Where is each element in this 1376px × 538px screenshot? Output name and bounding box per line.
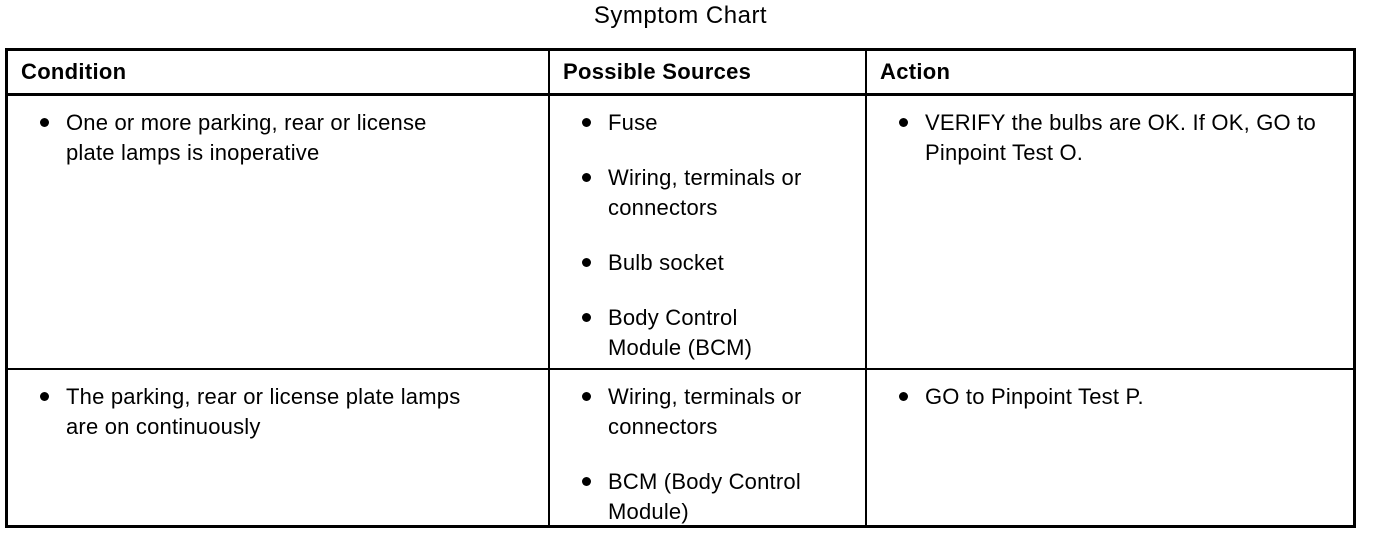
page-title: Symptom Chart: [593, 2, 768, 29]
list-item: GO to Pinpoint Test P.: [897, 382, 1345, 412]
condition-list: The parking, rear or license plate lamps…: [38, 382, 540, 442]
sources-list: Fuse Wiring, terminals or connectors Bul…: [580, 108, 857, 363]
bullet-icon: [582, 173, 591, 182]
list-item: Wiring, terminals or connectors: [580, 163, 857, 223]
list-item: The parking, rear or license plate lamps…: [38, 382, 540, 442]
list-item: BCM (Body Control Module): [580, 467, 857, 525]
header-cell-condition: Condition: [8, 51, 550, 96]
list-item: Fuse: [580, 108, 857, 138]
bullet-icon: [582, 392, 591, 401]
list-item: Wiring, terminals or connectors: [580, 382, 857, 442]
action-list: VERIFY the bulbs are OK. If OK, GO to Pi…: [897, 108, 1345, 168]
cell-row1-possible-sources: Fuse Wiring, terminals or connectors Bul…: [550, 96, 867, 370]
header-cell-action: Action: [867, 51, 1353, 96]
bullet-icon: [899, 392, 908, 401]
symptom-table: Condition Possible Sources Action One or…: [5, 48, 1356, 528]
header-cell-possible-sources: Possible Sources: [550, 51, 867, 96]
cell-row2-condition: The parking, rear or license plate lamps…: [8, 370, 550, 525]
condition-list: One or more parking, rear or license pla…: [38, 108, 540, 168]
header-label: Possible Sources: [563, 59, 752, 84]
list-item: Body Control Module (BCM): [580, 303, 857, 363]
list-item: Bulb socket: [580, 248, 857, 278]
cell-row1-condition: One or more parking, rear or license pla…: [8, 96, 550, 370]
bullet-icon: [582, 313, 591, 322]
sources-list: Wiring, terminals or connectors BCM (Bod…: [580, 382, 857, 525]
header-label: Action: [880, 59, 951, 84]
cell-row1-action: VERIFY the bulbs are OK. If OK, GO to Pi…: [867, 96, 1353, 370]
action-list: GO to Pinpoint Test P.: [897, 382, 1345, 412]
bullet-icon: [40, 392, 49, 401]
list-item: One or more parking, rear or license pla…: [38, 108, 540, 168]
bullet-icon: [899, 118, 908, 127]
bullet-icon: [40, 118, 49, 127]
bullet-icon: [582, 118, 591, 127]
bullet-icon: [582, 258, 591, 267]
header-label: Condition: [21, 59, 127, 84]
cell-row2-action: GO to Pinpoint Test P.: [867, 370, 1353, 525]
cell-row2-possible-sources: Wiring, terminals or connectors BCM (Bod…: [550, 370, 867, 525]
bullet-icon: [582, 477, 591, 486]
list-item: VERIFY the bulbs are OK. If OK, GO to Pi…: [897, 108, 1345, 168]
